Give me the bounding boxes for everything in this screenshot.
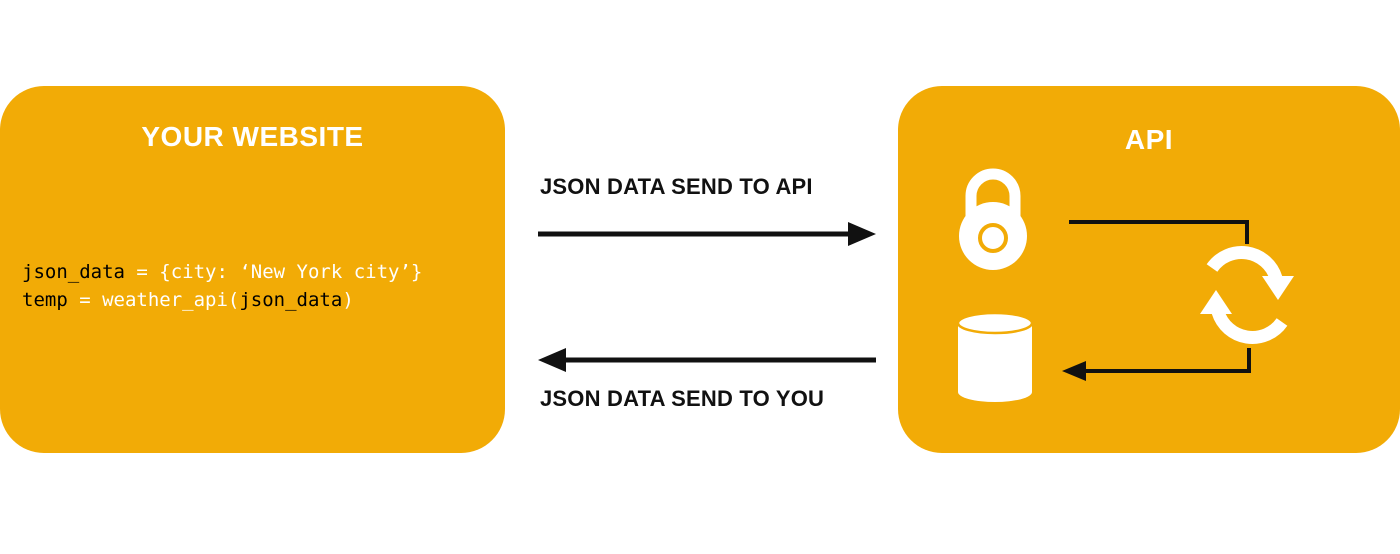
your-website-box: YOUR WEBSITE json_data = {city: ‘New Yor… [0, 86, 505, 453]
padlock-icon [959, 168, 1027, 270]
api-flow-connector [1062, 220, 1251, 381]
send-to-you-label: JSON DATA SEND TO YOU [540, 386, 825, 411]
code-snippet: json_data = {city: ‘New York city’} temp… [22, 258, 422, 314]
code-line2-mid: = weather_api( [67, 289, 240, 311]
arrow-to-website [538, 348, 876, 372]
website-title: YOUR WEBSITE [141, 121, 364, 152]
arrow-to-api [538, 222, 876, 246]
code-line2-end: ) [342, 289, 354, 311]
send-to-api-label: JSON DATA SEND TO API [540, 174, 813, 199]
api-title: API [1124, 124, 1174, 155]
code-line1-rest: = {city: ‘New York city’} [124, 261, 423, 283]
database-icon [956, 311, 1034, 402]
code-var-json-data: json_data [22, 261, 125, 283]
code-var-temp: temp [22, 289, 68, 311]
code-arg-json-data: json_data [239, 289, 343, 311]
sync-icon [1200, 246, 1294, 344]
